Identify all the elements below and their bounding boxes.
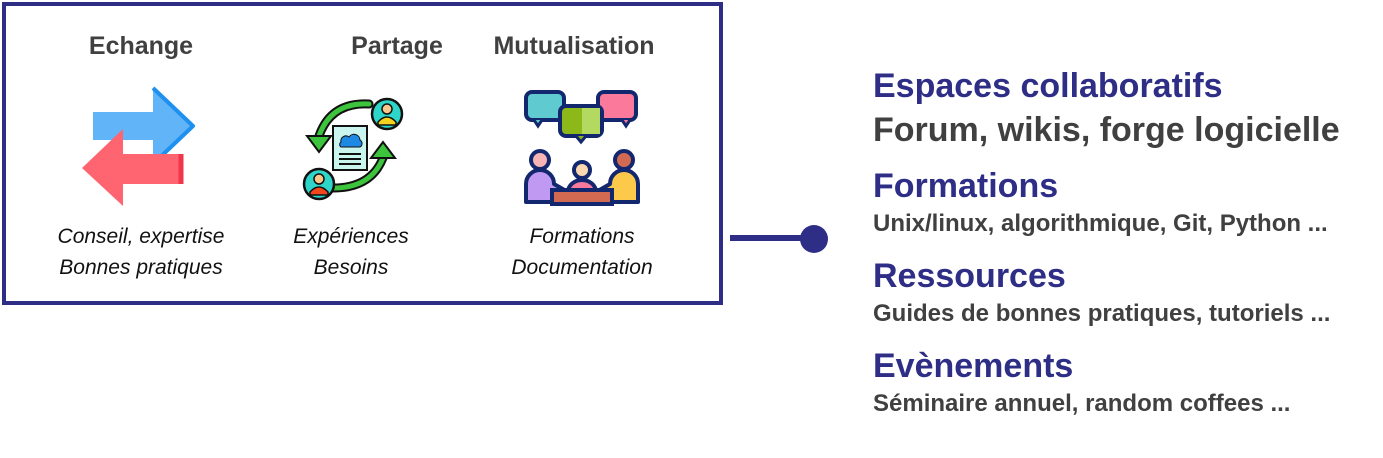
feature-description: Séminaire annuel, random coffees ... — [873, 390, 1291, 417]
features-list: Espaces collaboratifs Forum, wikis, forg… — [873, 64, 1383, 434]
pillar-description: Conseil, expertise Bonnes pratiques — [46, 221, 236, 283]
pillars-box: Echange Conseil, expertise Bonnes pratiq… — [2, 2, 723, 305]
feature-description: Guides de bonnes pratiques, tutoriels ..… — [873, 300, 1331, 327]
exchange-arrows-icon — [81, 84, 201, 208]
pillar-line: Expériences — [293, 225, 409, 248]
feature-title: Espaces collaboratifs — [873, 67, 1223, 105]
feature-evenements: Evènements Séminaire annuel, random coff… — [873, 344, 1383, 420]
connector-line — [730, 235, 815, 241]
feature-title: Ressources — [873, 257, 1066, 295]
feature-espaces-collaboratifs: Espaces collaboratifs Forum, wikis, forg… — [873, 64, 1383, 152]
feature-description: Unix/linux, algorithmique, Git, Python .… — [873, 210, 1328, 237]
feature-ressources: Ressources Guides de bonnes pratiques, t… — [873, 254, 1383, 330]
group-discussion-icon — [522, 84, 642, 208]
pillar-description: Expériences Besoins — [276, 221, 426, 283]
pillar-title: Mutualisation — [493, 32, 655, 60]
pillar-line: Formations — [529, 225, 635, 248]
feature-title: Evènements — [873, 347, 1074, 385]
pillar-line: Bonnes pratiques — [59, 256, 223, 279]
feature-formations: Formations Unix/linux, algorithmique, Gi… — [873, 164, 1383, 240]
connector-dot — [800, 225, 828, 253]
pillar-description: Formations Documentation — [482, 221, 682, 283]
pillar-line: Conseil, expertise — [57, 225, 225, 248]
feature-title: Formations — [873, 167, 1059, 205]
pillar-title: Echange — [88, 32, 194, 60]
pillar-line: Besoins — [313, 256, 389, 279]
pillar-line: Documentation — [511, 256, 653, 279]
pillar-title: Partage — [351, 32, 443, 60]
sharing-cycle-icon — [291, 84, 411, 208]
feature-description: Forum, wikis, forge logicielle — [873, 111, 1340, 149]
